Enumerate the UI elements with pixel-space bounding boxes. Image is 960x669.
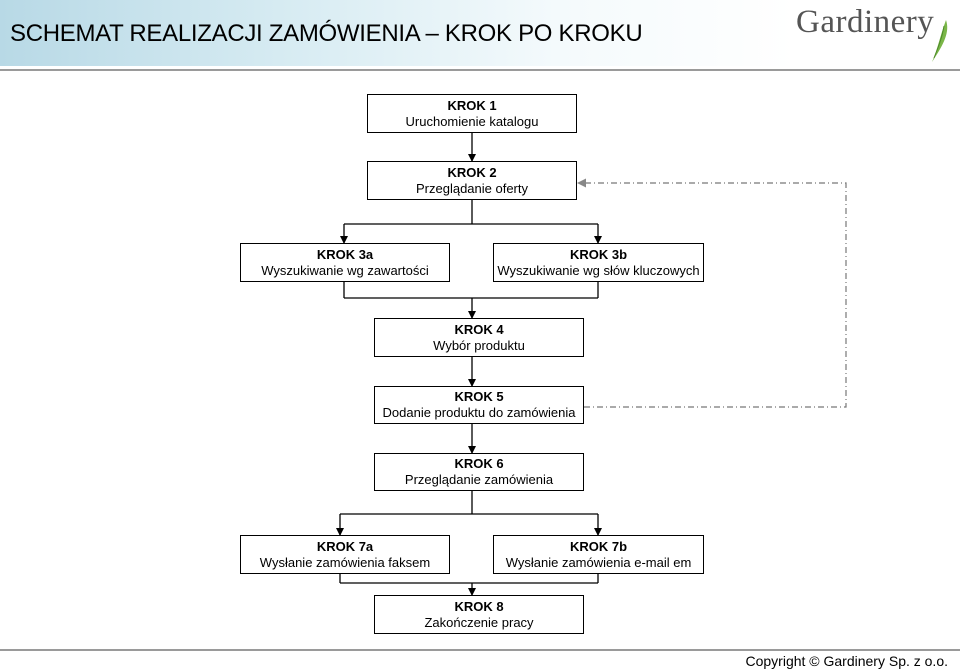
step-number: KROK 8 <box>454 598 504 614</box>
step-number: KROK 3b <box>569 246 628 262</box>
step-label: Wyszukiwanie wg zawartości <box>261 262 429 278</box>
step-1-box: KROK 1 Uruchomienie katalogu <box>367 94 577 133</box>
step-7a-box: KROK 7a Wysłanie zamówienia faksem <box>240 535 450 574</box>
step-8-box: KROK 8 Zakończenie pracy <box>374 595 584 634</box>
step-label: Wysłanie zamówienia faksem <box>259 554 431 570</box>
step-number: KROK 7a <box>316 538 374 554</box>
copyright-text: Copyright © Gardinery Sp. z o.o. <box>745 653 948 669</box>
step-7b-box: KROK 7b Wysłanie zamówienia e-mail em <box>493 535 704 574</box>
step-5-box: KROK 5 Dodanie produktu do zamówienia <box>374 386 584 424</box>
step-label: Przeglądanie oferty <box>415 180 528 196</box>
step-3a-box: KROK 3a Wyszukiwanie wg zawartości <box>240 243 450 282</box>
step-number: KROK 3a <box>316 246 374 262</box>
title-band: SCHEMAT REALIZACJI ZAMÓWIENIA – KROK PO … <box>0 0 795 66</box>
step-label: Dodanie produktu do zamówienia <box>382 405 576 420</box>
loop-back-connector <box>577 178 847 408</box>
step-number: KROK 4 <box>454 321 504 337</box>
page-title: SCHEMAT REALIZACJI ZAMÓWIENIA – KROK PO … <box>10 20 643 47</box>
step-number: KROK 1 <box>447 97 497 113</box>
leaf-swoosh-icon <box>932 20 948 62</box>
step-number: KROK 7b <box>569 538 628 554</box>
header-rule <box>0 69 960 71</box>
step-label: Wysłanie zamówienia e-mail em <box>505 554 692 570</box>
step-label: Wybór produktu <box>433 337 525 353</box>
step-3b-box: KROK 3b Wyszukiwanie wg słów kluczowych <box>493 243 704 282</box>
step-number: KROK 5 <box>454 389 504 404</box>
step-label: Wyszukiwanie wg słów kluczowych <box>497 262 700 278</box>
step-2-box: KROK 2 Przeglądanie oferty <box>367 161 577 200</box>
gardinery-logo: Gardinery <box>796 4 956 64</box>
logo-text: Gardinery <box>796 4 935 40</box>
step-number: KROK 6 <box>454 456 504 471</box>
footer-rule <box>0 649 960 651</box>
step-6-box: KROK 6 Przeglądanie zamówienia <box>374 453 584 491</box>
step-number: KROK 2 <box>447 164 497 180</box>
step-label: Zakończenie pracy <box>424 614 534 630</box>
step-4-box: KROK 4 Wybór produktu <box>374 318 584 357</box>
step-label: Uruchomienie katalogu <box>405 113 539 129</box>
step-label: Przeglądanie zamówienia <box>404 472 554 487</box>
page-header: SCHEMAT REALIZACJI ZAMÓWIENIA – KROK PO … <box>0 0 960 66</box>
